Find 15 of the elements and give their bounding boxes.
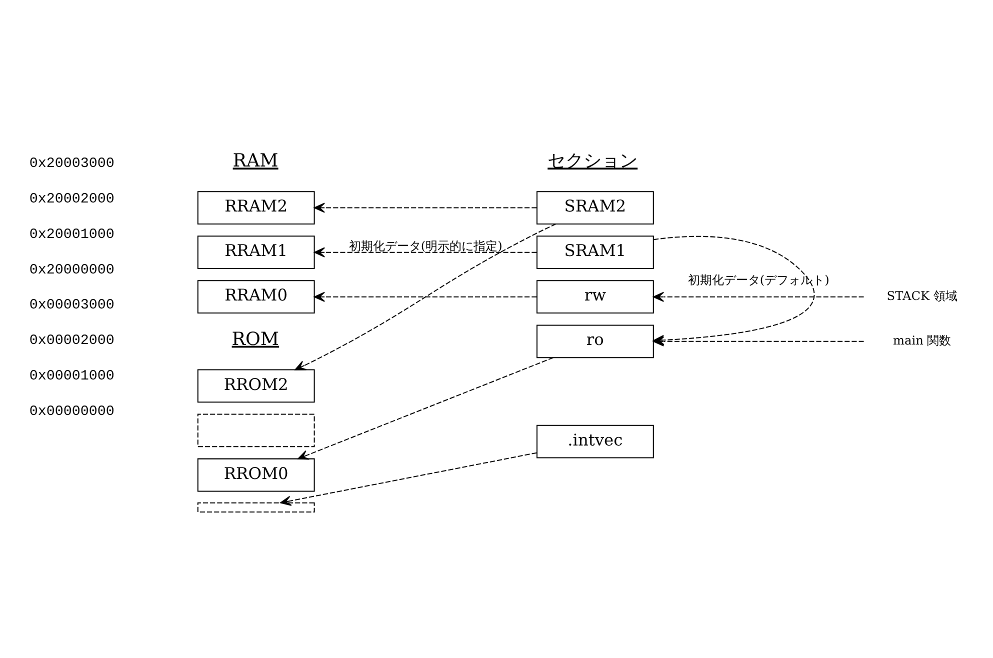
label: 0x00003000 xyxy=(28,297,114,314)
label: 0x20000000 xyxy=(28,262,114,278)
label: 0x00002000 xyxy=(28,332,114,349)
edge-label: 初期化データ(デフォルト) xyxy=(687,272,829,286)
label: セクション xyxy=(547,150,638,172)
label: 0x20003000 xyxy=(28,155,114,172)
edge-label: 初期化データ(明示的に指定) xyxy=(348,238,502,252)
label: RAM xyxy=(232,150,278,172)
label: 0x20002000 xyxy=(28,190,114,207)
label: 0x00001000 xyxy=(28,368,114,384)
label: ROM xyxy=(231,328,279,350)
node-text: STACK 領域 xyxy=(886,288,957,302)
label: 0x00000000 xyxy=(28,403,114,420)
label: 0x20001000 xyxy=(28,226,114,242)
node-text: main 関数 xyxy=(892,333,951,348)
